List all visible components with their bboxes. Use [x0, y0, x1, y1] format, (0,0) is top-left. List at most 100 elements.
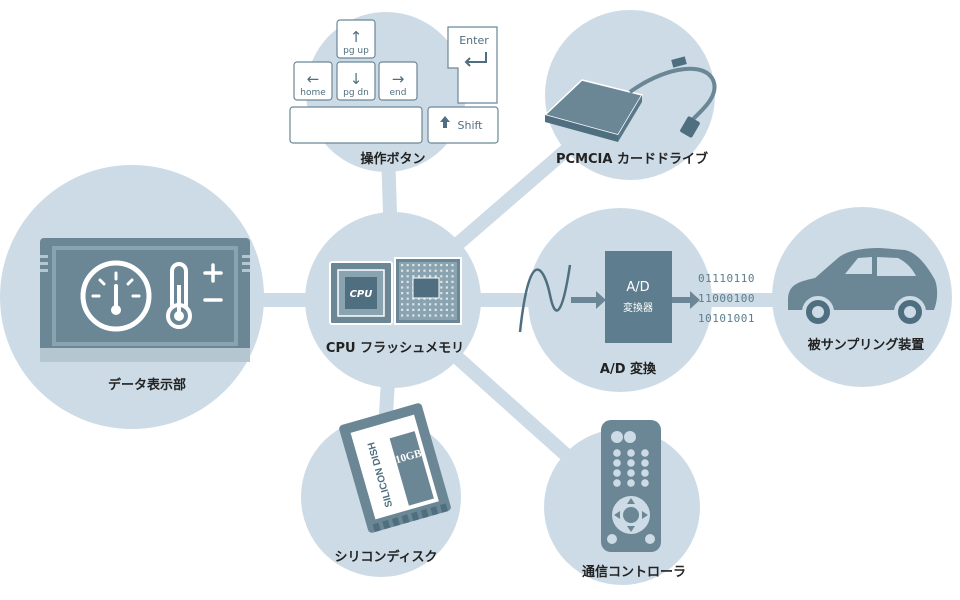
key-shift[interactable]: Shift: [427, 106, 499, 144]
flash-grid-dot: [401, 308, 404, 311]
flash-grid-dot: [440, 280, 443, 283]
binary-output: 01110110 11000100 10101001: [698, 272, 755, 325]
flash-grid-dot: [440, 264, 443, 267]
flash-grid-dot: [406, 280, 409, 283]
flash-grid-dot: [445, 264, 448, 267]
flash-grid-dot: [429, 275, 432, 278]
flash-grid-dot: [423, 308, 426, 311]
display-label: データ表示部: [108, 377, 186, 393]
cpu-chip-icon: CPU: [329, 261, 393, 325]
remote-key[interactable]: [627, 449, 635, 457]
flash-grid-dot: [451, 275, 454, 278]
cpu-label: CPU フラッシュメモリ: [326, 341, 464, 356]
flash-grid-dot: [451, 308, 454, 311]
flash-grid-dot: [429, 303, 432, 306]
remote-key[interactable]: [613, 459, 621, 467]
flash-grid-dot: [423, 314, 426, 317]
pcmcia-node: PCMCIA カードドライブ: [543, 56, 717, 167]
key-end[interactable]: → end: [378, 61, 418, 101]
bits-line-3: 10101001: [698, 312, 755, 325]
flash-grid-dot: [434, 264, 437, 267]
key-enter-label: Enter: [459, 34, 489, 47]
arrow-down-icon: ↓: [350, 70, 363, 88]
flash-grid-dot: [412, 275, 415, 278]
key-pgup-label: pg up: [343, 46, 369, 56]
ad-label: A/D 変換: [600, 361, 657, 377]
cpu-chip-text: CPU: [350, 289, 373, 300]
flash-grid-dot: [434, 314, 437, 317]
flash-grid-dot: [423, 297, 426, 300]
pcmcia-label: PCMCIA カードドライブ: [556, 151, 708, 167]
flash-grid-dot: [417, 303, 420, 306]
ssd-icon: SILICON DISH 10GB: [339, 403, 451, 533]
flash-grid-dot: [429, 314, 432, 317]
flash-grid-dot: [440, 314, 443, 317]
key-end-label: end: [390, 88, 407, 98]
flash-grid-dot: [429, 269, 432, 272]
disk-node: SILICON DISH 10GB シリコンディスク: [334, 403, 451, 565]
flash-grid-dot: [451, 280, 454, 283]
flash-grid-dot: [445, 286, 448, 289]
thermometer-icon: [166, 262, 223, 329]
key-space[interactable]: [289, 106, 423, 144]
flash-grid-dot: [451, 314, 454, 317]
key-pgup[interactable]: ↑ pg up: [336, 19, 376, 59]
ad-node: A/D 変換器 01110110 11000100 10101001 A/D 変…: [518, 251, 755, 377]
flash-grid-dot: [423, 269, 426, 272]
flash-grid-dot: [417, 269, 420, 272]
remote-key[interactable]: [627, 479, 635, 487]
flash-grid-dot: [417, 297, 420, 300]
flash-grid-dot: [429, 308, 432, 311]
buttons-label: 操作ボタン: [360, 151, 425, 167]
arrow-right-icon: →: [392, 70, 405, 88]
flash-grid-dot: [434, 269, 437, 272]
flash-grid-dot: [412, 308, 415, 311]
arrow-up-icon: ↑: [350, 28, 363, 46]
flash-grid-dot: [423, 275, 426, 278]
flash-grid-dot: [401, 269, 404, 272]
flash-grid-dot: [401, 280, 404, 283]
remote-key[interactable]: [613, 479, 621, 487]
remote-key[interactable]: [613, 469, 621, 477]
flash-grid-dot: [440, 303, 443, 306]
key-home[interactable]: ← home: [293, 61, 333, 101]
remote-key[interactable]: [627, 459, 635, 467]
flash-grid-dot: [429, 297, 432, 300]
ad-box-sub: 変換器: [623, 301, 653, 314]
buttons-node: ↑ pg up ← home ↓ pg dn → end Enter: [289, 19, 499, 167]
flash-grid-dot: [451, 269, 454, 272]
remote-key[interactable]: [641, 459, 649, 467]
flash-grid-dot: [440, 269, 443, 272]
remote-key[interactable]: [641, 469, 649, 477]
flash-chip-icon: [394, 257, 462, 325]
flash-grid-dot: [440, 292, 443, 295]
display-node: データ表示部: [40, 238, 250, 393]
flash-grid-dot: [417, 314, 420, 317]
flash-grid-dot: [417, 308, 420, 311]
key-pgdn[interactable]: ↓ pg dn: [336, 61, 376, 101]
flash-grid-dot: [451, 286, 454, 289]
flash-grid-dot: [412, 297, 415, 300]
flash-grid-dot: [406, 269, 409, 272]
ad-box-title: A/D: [626, 280, 649, 295]
flash-grid-dot: [429, 264, 432, 267]
flash-grid-dot: [412, 314, 415, 317]
flash-grid-dot: [401, 292, 404, 295]
flash-grid-dot: [434, 275, 437, 278]
flash-grid-dot: [406, 297, 409, 300]
flash-grid-dot: [445, 275, 448, 278]
flash-grid-dot: [440, 275, 443, 278]
remote-key[interactable]: [627, 469, 635, 477]
flash-grid-dot: [445, 303, 448, 306]
flash-grid-dot: [423, 303, 426, 306]
flash-grid-dot: [451, 292, 454, 295]
flash-chip-grid: [401, 264, 454, 317]
remote-key[interactable]: [641, 479, 649, 487]
remote-key[interactable]: [641, 449, 649, 457]
flash-grid-dot: [445, 308, 448, 311]
remote-key[interactable]: [613, 449, 621, 457]
key-enter[interactable]: Enter: [447, 26, 498, 104]
bits-line-2: 11000100: [698, 292, 755, 305]
flash-grid-dot: [451, 264, 454, 267]
